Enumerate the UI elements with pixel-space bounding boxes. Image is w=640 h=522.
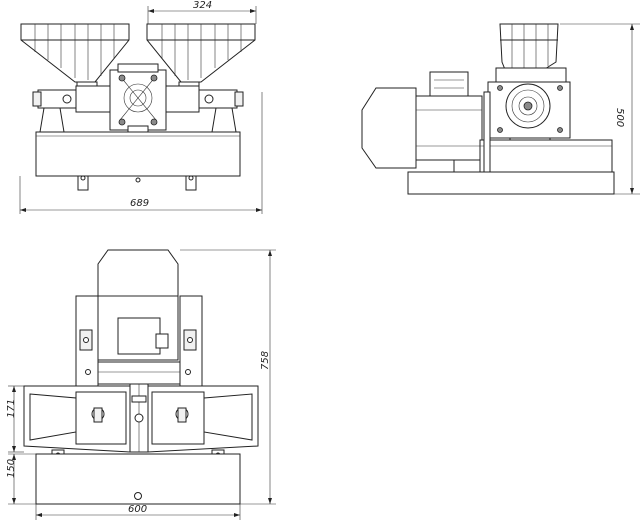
dimension-plan-height: 758 (260, 351, 271, 370)
side-hopper (495, 23, 567, 83)
side-base (407, 91, 615, 195)
side-view: 500 (361, 23, 640, 195)
plan-dimension-lines (8, 249, 276, 520)
dimension-plan-base: 150 (6, 459, 17, 478)
plan-center-shaft (129, 383, 149, 453)
front-auger-assembly (32, 63, 244, 133)
front-base-frame (35, 131, 241, 191)
dimension-front-width: 689 (130, 198, 149, 209)
front-dimension-lines (19, 6, 263, 214)
dimension-plan-hopper: 171 (6, 399, 17, 418)
plan-motor (97, 249, 179, 361)
plan-right-hopper (147, 385, 259, 453)
front-view: 324 689 (19, 0, 263, 214)
side-motor (361, 71, 483, 173)
plan-left-hopper (23, 385, 131, 453)
plan-view: 758 171 150 600 (6, 249, 276, 520)
side-dimension-lines (560, 23, 640, 195)
dimension-side-height: 500 (614, 108, 625, 127)
plan-rails (75, 295, 203, 387)
dimension-front-top: 324 (193, 0, 212, 11)
side-gear-housing (487, 81, 571, 145)
plan-base (35, 453, 241, 505)
dimension-plan-width: 600 (128, 504, 147, 515)
